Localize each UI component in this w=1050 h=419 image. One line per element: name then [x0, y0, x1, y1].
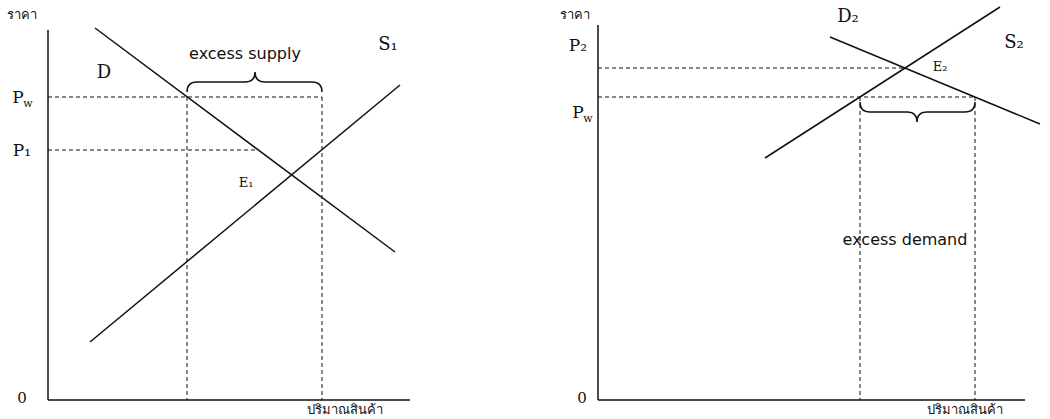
- supply-line: [765, 7, 1000, 158]
- equilibrium-label: E₂: [933, 60, 948, 73]
- price-label: P₂: [569, 37, 587, 54]
- region-label: excess demand: [843, 232, 968, 248]
- demand-line: [95, 28, 395, 252]
- price-subscript: w: [23, 98, 32, 109]
- quantity-guide: [975, 97, 976, 400]
- curve-label: S₂: [1004, 33, 1024, 51]
- price-label: P: [12, 89, 23, 106]
- axis-title: ราคา: [7, 8, 37, 21]
- curve-label: D: [97, 63, 111, 81]
- price-axis: [47, 30, 49, 400]
- price-guide: [48, 150, 258, 151]
- supply-line: [90, 85, 400, 342]
- world-price-line: [598, 97, 975, 98]
- quantity-guide: [187, 97, 188, 400]
- axis-title: ราคา: [560, 8, 590, 21]
- axis-title: ปริมาณสินค้า: [927, 403, 1003, 416]
- equilibrium-label: E₁: [239, 176, 254, 189]
- price-label: P₁: [13, 142, 31, 159]
- quantity-guide: [860, 97, 861, 400]
- world-price-line: [48, 97, 322, 98]
- quantity-axis: [48, 399, 410, 401]
- axis-title: ปริมาณสินค้า: [307, 403, 383, 416]
- brace: [860, 102, 975, 122]
- price-guide: [598, 68, 905, 69]
- price-axis: [597, 25, 599, 400]
- price-subscript: w: [583, 113, 592, 124]
- quantity-axis: [598, 399, 1025, 401]
- brace: [187, 72, 322, 92]
- region-label: excess supply: [189, 46, 301, 62]
- price-label: P: [572, 104, 583, 121]
- curve-label: S₁: [378, 35, 398, 53]
- curve-label: D₂: [837, 7, 859, 25]
- origin-label: 0: [17, 391, 27, 406]
- quantity-guide: [322, 97, 323, 400]
- origin-label: 0: [577, 391, 587, 406]
